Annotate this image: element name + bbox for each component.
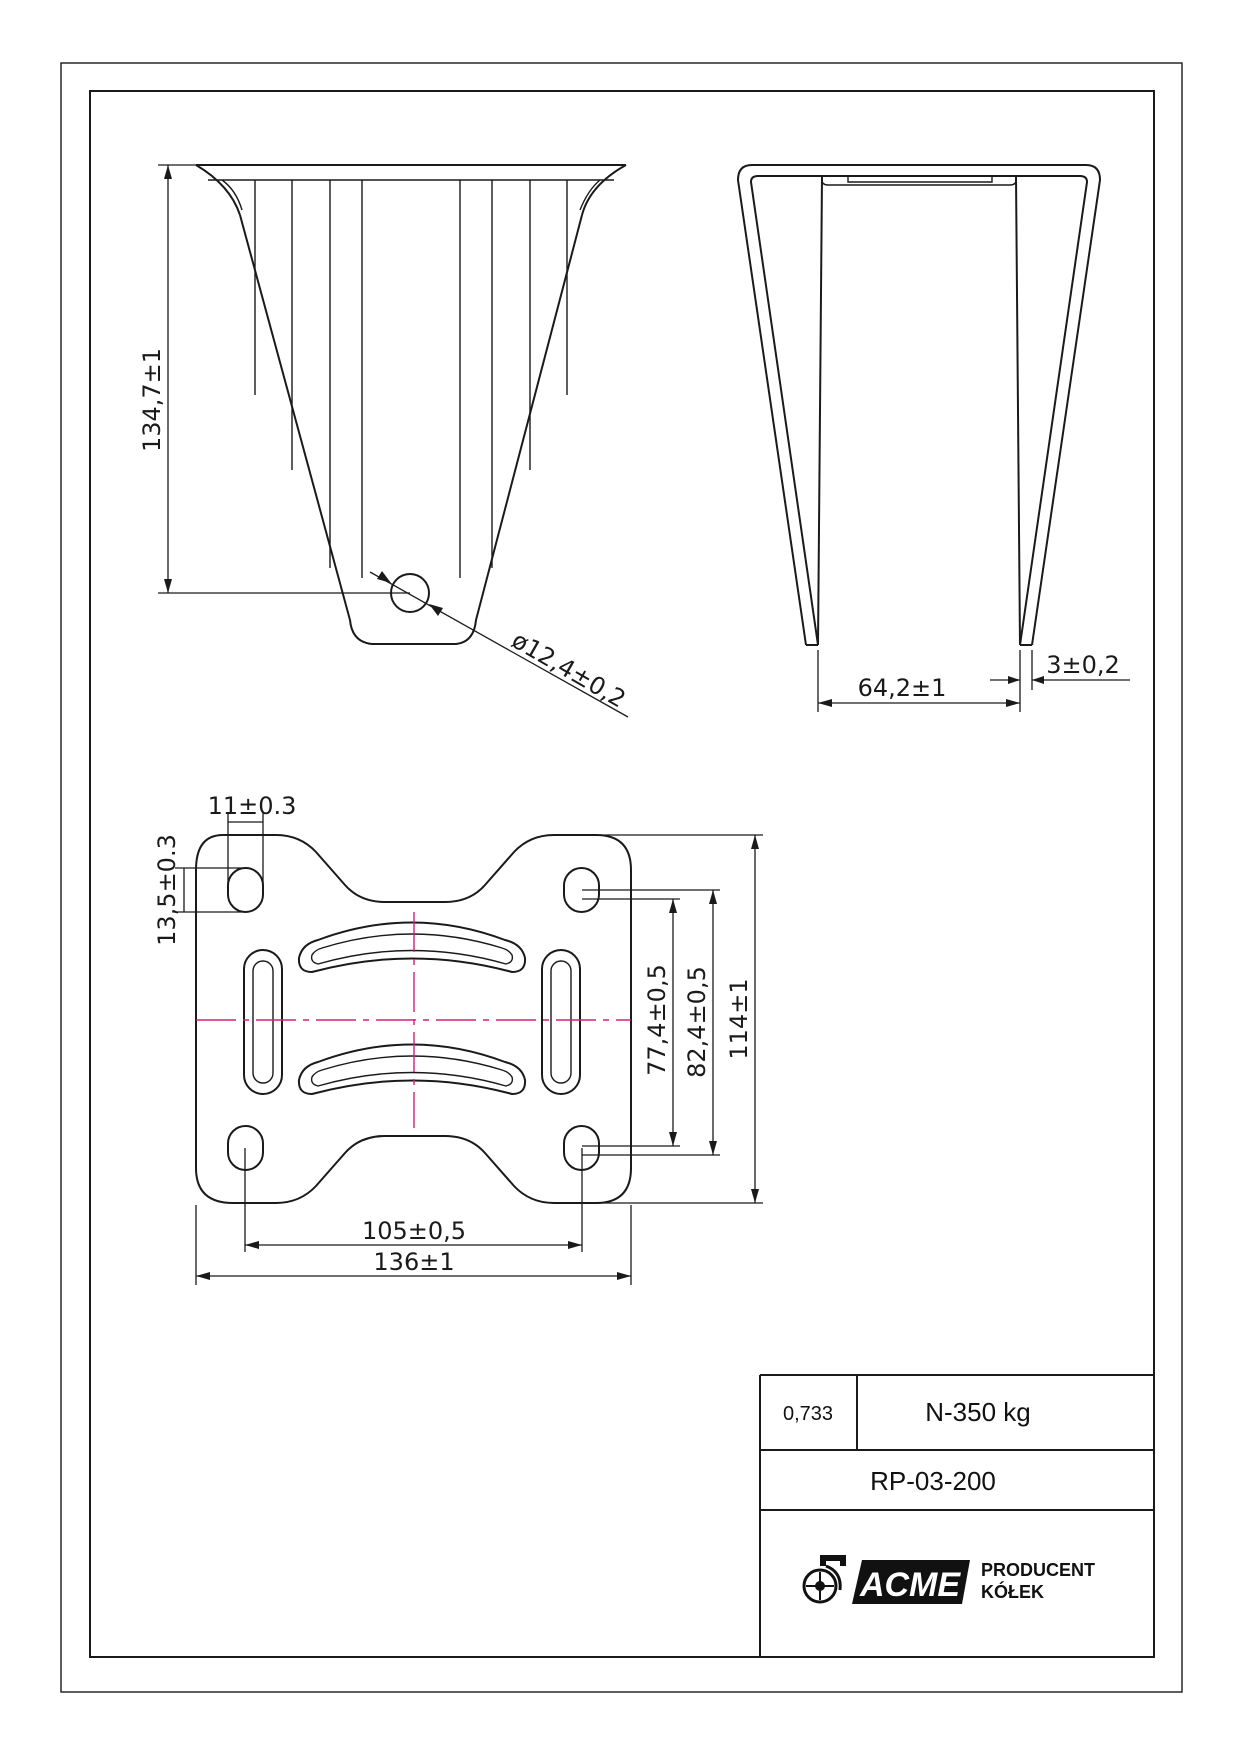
- caster-wheel-icon: [802, 1555, 846, 1604]
- svg-text:ACME: ACME: [859, 1566, 961, 1604]
- load-rating: N-350 kg: [925, 1397, 1031, 1427]
- dim-plate-height: 114±1: [725, 978, 753, 1059]
- outer-frame: [60, 62, 1183, 1693]
- side-view: 64,2±1 3±0,2: [736, 164, 1130, 712]
- plate-view: 11±0.3 13,5±0.3 77,4±0,5 82,4±0,5 114±1: [153, 792, 763, 1285]
- dim-inner-width: 64,2±1: [858, 674, 947, 702]
- acme-logo: ACME PRODUCENT KÓŁEK: [802, 1555, 1095, 1604]
- dim-hole-spacing-x: 105±0,5: [362, 1217, 466, 1245]
- dim-wall-thickness: 3±0,2: [1046, 651, 1120, 679]
- dim-plate-width: 136±1: [373, 1248, 454, 1276]
- dim-hole-diameter: ø12,4±0,2: [507, 626, 630, 713]
- logo-line-1: PRODUCENT: [981, 1560, 1095, 1580]
- inner-frame: [89, 90, 1155, 1658]
- dim-hole-spacing-y-inner: 77,4±0,5: [643, 964, 671, 1076]
- weight-value: 0,733: [783, 1403, 833, 1425]
- title-block: 0,733 N-350 kg RP-03-200 ACME PRODUCENT …: [759, 1374, 1154, 1657]
- mount-slot: [227, 867, 264, 913]
- front-view: 134,7±1 ø12,4±0,2: [138, 164, 630, 718]
- dim-hole-spacing-y-outer: 82,4±0,5: [683, 966, 711, 1078]
- dim-height-front: 134,7±1: [138, 348, 166, 452]
- part-number: RP-03-200: [870, 1466, 996, 1496]
- dim-slot-width: 11±0.3: [208, 792, 297, 820]
- dim-slot-length: 13,5±0.3: [153, 834, 181, 946]
- logo-line-2: KÓŁEK: [981, 1581, 1044, 1602]
